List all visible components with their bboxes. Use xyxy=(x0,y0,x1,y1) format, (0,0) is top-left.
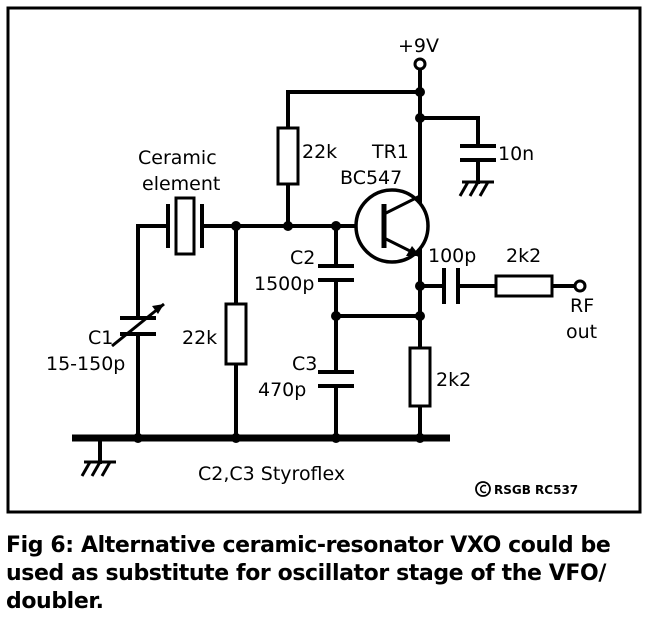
capacitor-100p xyxy=(442,268,460,304)
label-note: C2,C3 Styroflex xyxy=(198,463,345,485)
label-c1-value: 15-150p xyxy=(46,353,125,375)
copyright-icon xyxy=(475,481,491,497)
label-tr-type: BC547 xyxy=(340,167,402,189)
figure-caption: Fig 6: Alternative ceramic-resonator VXO… xyxy=(6,533,611,614)
ground-symbol-main xyxy=(80,460,116,477)
label-r-emitter: 2k2 xyxy=(436,369,471,391)
capacitor-10n xyxy=(460,144,496,162)
label-credit: RSGB RC537 xyxy=(494,483,578,497)
label-c2-value: 1500p xyxy=(254,273,314,295)
label-c3-value: 470p xyxy=(258,379,306,401)
label-c-decouple: 10n xyxy=(498,143,534,165)
circuit-schematic: +9V Ceramic element 22k TR1 BC547 10n C2… xyxy=(6,6,642,514)
label-r-bias-bottom: 22k xyxy=(182,327,217,349)
ground-symbol-decouple xyxy=(458,180,494,197)
label-supply: +9V xyxy=(398,35,439,57)
variable-capacitor-c1 xyxy=(111,302,165,348)
label-r-bias-top: 22k xyxy=(302,141,337,163)
resistor-2k2-output xyxy=(494,274,554,298)
capacitor-c3 xyxy=(318,370,354,388)
ceramic-resonator xyxy=(166,196,204,256)
label-c-out: 100p xyxy=(428,245,476,267)
diagram-frame xyxy=(6,6,642,514)
label-rf-2: out xyxy=(566,321,597,343)
resistor-2k2-emitter xyxy=(408,346,432,408)
label-c1-name: C1 xyxy=(88,327,113,349)
label-ceramic-1: Ceramic xyxy=(138,147,217,169)
label-c2-name: C2 xyxy=(290,247,315,269)
label-tr-name: TR1 xyxy=(371,141,409,163)
supply-terminal xyxy=(413,57,427,71)
transistor-tr1 xyxy=(354,188,430,264)
capacitor-c2 xyxy=(318,264,354,282)
rf-out-terminal xyxy=(573,279,587,293)
label-rf-1: RF xyxy=(570,295,594,317)
label-r-out: 2k2 xyxy=(506,245,541,267)
label-ceramic-2: element xyxy=(142,173,220,195)
resistor-22k-top xyxy=(276,126,300,186)
label-c3-name: C3 xyxy=(292,353,317,375)
resistor-22k-bottom xyxy=(224,302,248,366)
junctions xyxy=(133,87,425,443)
